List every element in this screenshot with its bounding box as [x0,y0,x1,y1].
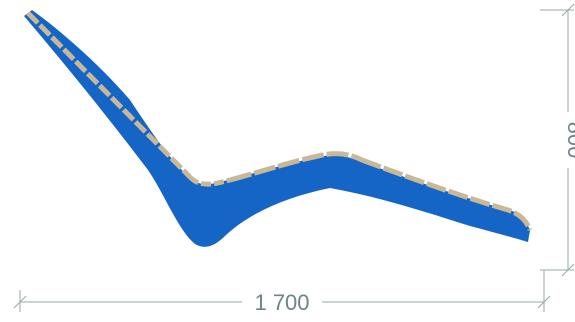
width-tick-left [13,295,27,309]
seat-pad-strip [26,11,533,231]
height-tick-bottom [561,263,575,277]
width-dimension [13,270,551,312]
width-tick-right [537,295,551,309]
height-dimension [540,3,575,277]
height-dimension-label: 800 [563,122,575,159]
width-dimension-label: 1 700 [254,290,309,315]
height-tick-top [561,3,575,17]
lounger-body [24,10,530,247]
